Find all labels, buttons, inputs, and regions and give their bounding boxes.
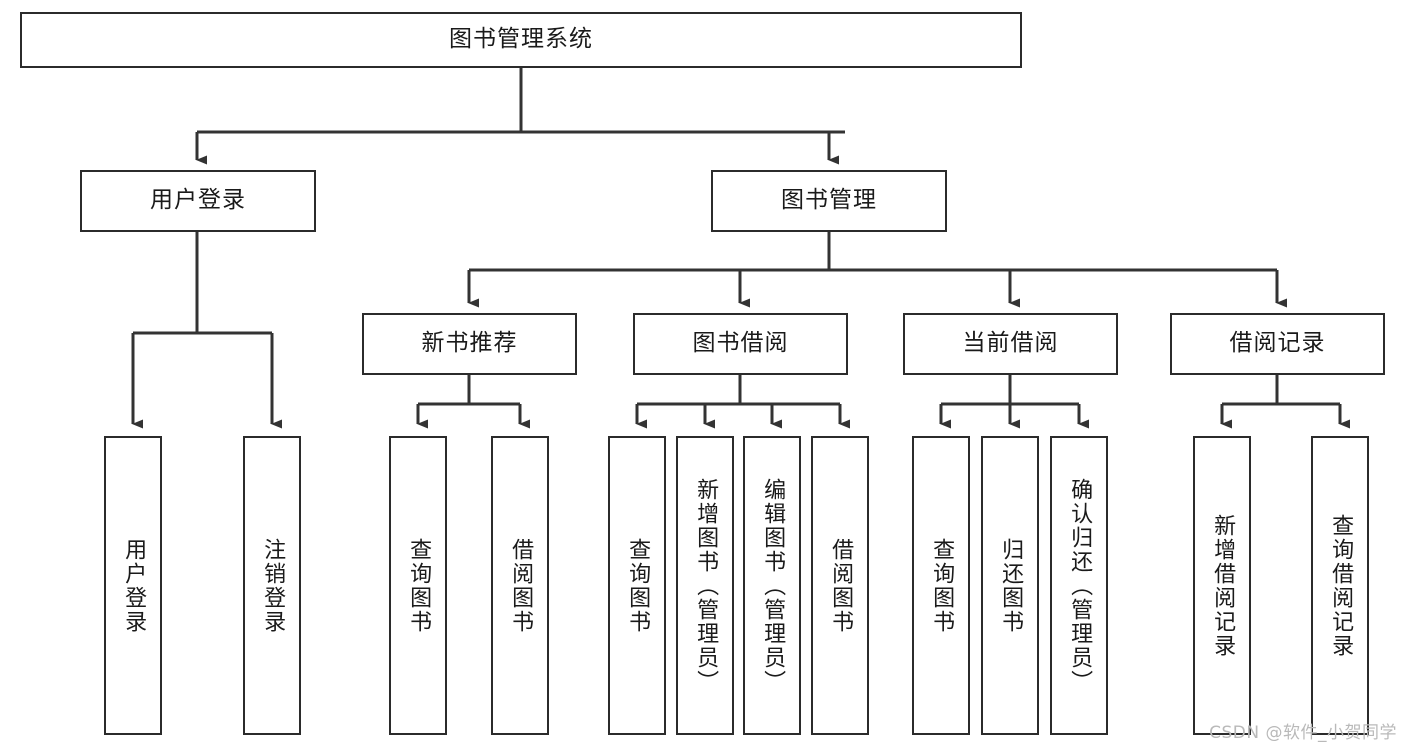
node-borrow-record[interactable]: 借阅记录 — [1170, 313, 1385, 375]
node-current-borrow[interactable]: 当前借阅 — [903, 313, 1118, 375]
node-label: 新书推荐 — [421, 330, 518, 357]
node-label: 查询图书 — [625, 537, 651, 634]
node-label: 图书管理 — [781, 187, 877, 214]
node-book-borrow[interactable]: 图书借阅 — [633, 313, 848, 375]
leaf-current-borrow-confirm-return[interactable]: 确认归还（管理员） — [1050, 436, 1108, 735]
node-label: 归还图书 — [998, 537, 1024, 634]
leaf-user-login-signin[interactable]: 用户登录 — [104, 436, 162, 735]
node-label: 查询借阅记录 — [1328, 513, 1354, 658]
node-label: 查询图书 — [929, 537, 955, 634]
node-label: 确认归还（管理员） — [1067, 477, 1093, 694]
node-label: 当前借阅 — [962, 330, 1059, 357]
leaf-borrow-record-query[interactable]: 查询借阅记录 — [1311, 436, 1369, 735]
node-label: 编辑图书（管理员） — [760, 477, 786, 694]
leaf-borrow-record-add[interactable]: 新增借阅记录 — [1193, 436, 1251, 735]
node-user-login[interactable]: 用户登录 — [80, 170, 316, 232]
leaf-new-book-borrow[interactable]: 借阅图书 — [491, 436, 549, 735]
node-label: 图书管理系统 — [449, 26, 593, 53]
node-book-management[interactable]: 图书管理 — [711, 170, 947, 232]
leaf-new-book-query[interactable]: 查询图书 — [389, 436, 447, 735]
node-label: 借阅记录 — [1229, 330, 1326, 357]
leaf-book-borrow-edit[interactable]: 编辑图书（管理员） — [743, 436, 801, 735]
node-label: 借阅图书 — [508, 537, 534, 634]
node-label: 注销登录 — [260, 537, 286, 634]
csdn-watermark: CSDN @软件_小贺同学 — [1209, 723, 1397, 743]
node-root-system[interactable]: 图书管理系统 — [20, 12, 1022, 68]
leaf-current-borrow-query[interactable]: 查询图书 — [912, 436, 970, 735]
node-label: 新增借阅记录 — [1210, 513, 1236, 658]
leaf-book-borrow-borrow[interactable]: 借阅图书 — [811, 436, 869, 735]
node-label: 用户登录 — [150, 187, 246, 214]
node-label: 借阅图书 — [828, 537, 854, 634]
leaf-book-borrow-add[interactable]: 新增图书（管理员） — [676, 436, 734, 735]
node-new-book-recommend[interactable]: 新书推荐 — [362, 313, 577, 375]
node-label: 图书借阅 — [692, 330, 789, 357]
node-label: 用户登录 — [121, 537, 147, 634]
leaf-current-borrow-return[interactable]: 归还图书 — [981, 436, 1039, 735]
node-label: 查询图书 — [406, 537, 432, 634]
leaf-user-login-signout[interactable]: 注销登录 — [243, 436, 301, 735]
leaf-book-borrow-query[interactable]: 查询图书 — [608, 436, 666, 735]
node-label: 新增图书（管理员） — [693, 477, 719, 694]
